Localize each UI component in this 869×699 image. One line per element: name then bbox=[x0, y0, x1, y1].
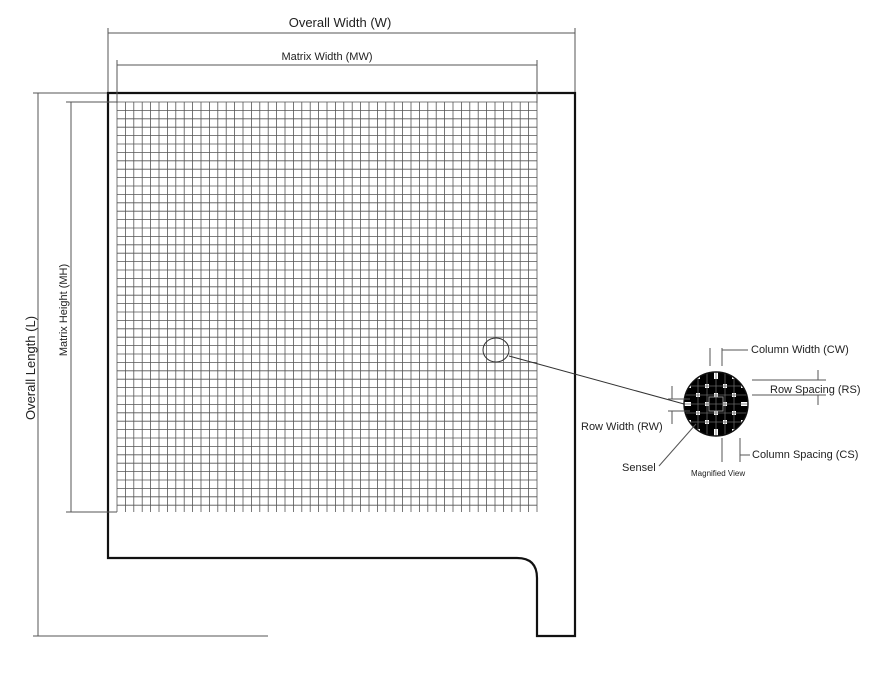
magnified-view bbox=[683, 371, 749, 437]
column-width-label: Column Width (CW) bbox=[751, 344, 849, 356]
callout-leader-line bbox=[508, 355, 685, 405]
overall-length-label: Overall Length (L) bbox=[23, 316, 38, 420]
sensor-outline bbox=[106, 91, 577, 638]
column-spacing-indicator bbox=[721, 438, 750, 462]
sensel-pointer-line bbox=[658, 423, 697, 467]
sensel-label: Sensel bbox=[622, 462, 656, 474]
magnified-sensel bbox=[736, 372, 748, 384]
row-width-label: Row Width (RW) bbox=[581, 421, 663, 433]
callout-circle bbox=[482, 337, 510, 363]
magnified-sensel bbox=[736, 424, 748, 436]
row-spacing-indicator bbox=[752, 370, 826, 405]
magnified-view-label: Magnified View bbox=[691, 469, 745, 478]
overall-width-dimension bbox=[107, 28, 576, 92]
overall-length-dimension bbox=[33, 92, 268, 637]
sensel-matrix-grid bbox=[116, 101, 538, 512]
sensel-highlight bbox=[708, 396, 724, 412]
column-spacing-label: Column Spacing (CS) bbox=[752, 449, 858, 461]
matrix-height-label: Matrix Height (MH) bbox=[58, 264, 70, 356]
row-width-indicator bbox=[668, 386, 690, 424]
column-width-indicator bbox=[709, 348, 748, 366]
matrix-width-dimension bbox=[116, 60, 538, 103]
row-spacing-label: Row Spacing (RS) bbox=[770, 384, 860, 396]
matrix-height-dimension bbox=[66, 101, 117, 513]
overall-width-label: Overall Width (W) bbox=[289, 15, 392, 30]
matrix-width-label: Matrix Width (MW) bbox=[281, 51, 372, 63]
